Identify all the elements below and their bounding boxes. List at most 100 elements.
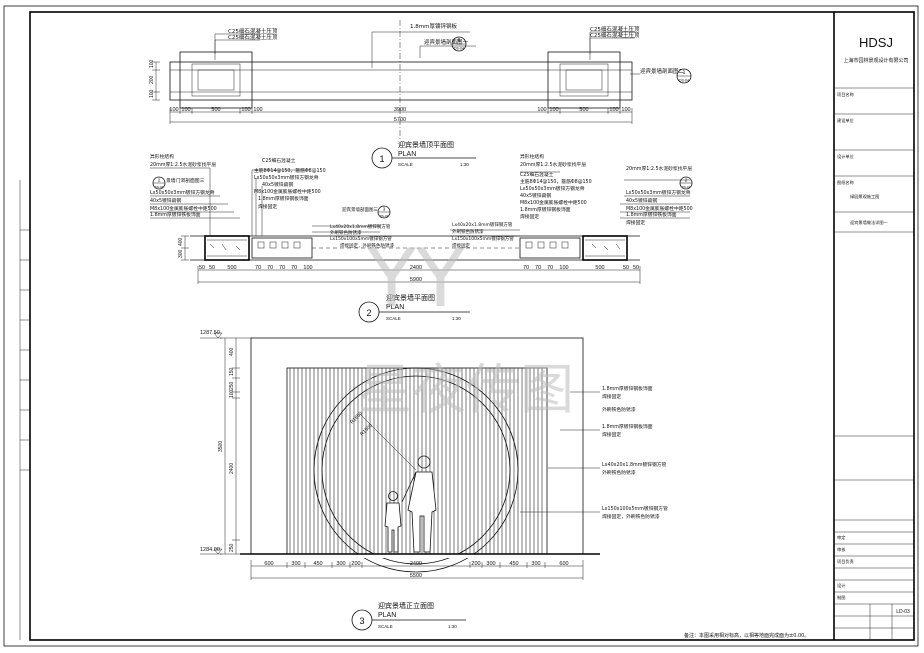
elev3-levels: 1287.50 1284.00 xyxy=(200,330,223,555)
svg-text:450: 450 xyxy=(313,561,322,567)
svg-text:1:30: 1:30 xyxy=(448,624,457,629)
plan1-c25-left-2: C25细石混凝土压顶 xyxy=(228,33,278,41)
watermark: YY 星夜传图 xyxy=(358,232,574,421)
svg-text:2: 2 xyxy=(685,178,688,183)
svg-text:100: 100 xyxy=(609,107,618,113)
plan2-title-en: PLAN xyxy=(386,304,404,311)
svg-text:M8x100金属膨胀螺栓中距500: M8x100金属膨胀螺栓中距500 xyxy=(150,205,217,212)
svg-text:300: 300 xyxy=(291,561,300,567)
svg-text:70: 70 xyxy=(523,265,529,271)
svg-text:DS-04: DS-04 xyxy=(679,79,689,83)
svg-text:300: 300 xyxy=(336,561,345,567)
svg-text:设计单位: 设计单位 xyxy=(837,153,854,160)
plan1-bottom-dims: 100 100 500 100 100 3900 100 100 500 100… xyxy=(169,107,630,123)
svg-text:DS-04: DS-04 xyxy=(155,185,164,189)
plan2-labels-far-right: 20mm厚1:2.5水泥砂浆找平层 Lx50x50x3mm镀锌方钢龙骨 40x5… xyxy=(626,165,693,226)
plan2-side-dims: 400 300 xyxy=(178,237,184,258)
svg-text:500: 500 xyxy=(579,107,588,113)
svg-text:250: 250 xyxy=(229,381,235,390)
svg-text:焊接固定，外刷铁色防锈漆: 焊接固定，外刷铁色防锈漆 xyxy=(340,242,394,249)
svg-text:迎宾景墙剖面图三: 迎宾景墙剖面图三 xyxy=(342,206,378,213)
svg-text:40x5镀锌扁钢: 40x5镀锌扁钢 xyxy=(262,181,293,188)
svg-text:100: 100 xyxy=(149,89,155,98)
plan2-labels-rmid: Lx40x20x1.8mm镀锌钢方管 外刷铁色防锈漆 Lx150x100x5mm… xyxy=(452,221,514,249)
svg-text:焊接固定: 焊接固定 xyxy=(258,203,277,210)
svg-text:设计: 设计 xyxy=(837,582,845,589)
svg-text:50: 50 xyxy=(199,265,205,271)
svg-text:图纸名称: 图纸名称 xyxy=(837,179,854,186)
plan1-title: 1 迎宾景墙顶平面图 PLAN SCALE 1:30 xyxy=(371,140,476,169)
svg-text:50: 50 xyxy=(623,265,629,271)
svg-text:20mm厚1:2.5水泥砂浆找平层: 20mm厚1:2.5水泥砂浆找平层 xyxy=(520,161,586,168)
svg-text:5500: 5500 xyxy=(410,573,422,579)
plan2-ref-left: 2 DS-04 xyxy=(152,176,166,190)
svg-text:100: 100 xyxy=(241,107,250,113)
svg-text:SCALE: SCALE xyxy=(398,162,413,167)
svg-text:1.8mm厚镀锌钢板饰面: 1.8mm厚镀锌钢板饰面 xyxy=(520,206,571,213)
svg-text:C25细石混凝土: C25细石混凝土 xyxy=(262,157,296,164)
svg-text:40x5镀锌扁钢: 40x5镀锌扁钢 xyxy=(626,197,657,204)
svg-text:Lx50x50x3mm镀锌方钢龙骨: Lx50x50x3mm镀锌方钢龙骨 xyxy=(150,189,215,196)
plan1-section-ref: 6 DS-04 1 DS-04 xyxy=(451,36,692,84)
svg-text:250: 250 xyxy=(229,543,235,552)
svg-text:Lx40x20x1.8mm镀锌钢方管: Lx40x20x1.8mm镀锌钢方管 xyxy=(602,461,667,468)
svg-text:Lx40x20x1.8mm镀锌钢方管: Lx40x20x1.8mm镀锌钢方管 xyxy=(330,223,391,230)
elev3-right-labels: 1.8mm厚镀锌钢板饰面 焊接固定 外刷铁色防锈漆 1.8mm厚镀锌钢板饰面 焊… xyxy=(602,385,668,520)
plan1-title-cn: 迎宾景墙顶平面图 xyxy=(398,140,454,149)
svg-text:Lx150x100x5mm镀锌钢方管: Lx150x100x5mm镀锌钢方管 xyxy=(602,505,668,512)
plan2-labels-mid: 迎宾景墙剖面图三 Lx40x20x1.8mm镀锌钢方管 外刷铁色防锈漆 Lx15… xyxy=(330,206,394,249)
svg-text:异形柱结构: 异形柱结构 xyxy=(520,153,544,160)
svg-text:审定: 审定 xyxy=(837,534,845,541)
svg-text:5700: 5700 xyxy=(394,117,406,123)
elev3-title: 3 迎宾景墙正立面图 PLAN SCALE 1:30 xyxy=(351,601,466,631)
svg-text:景墙门洞剖面图三: 景墙门洞剖面图三 xyxy=(166,177,205,184)
svg-text:1284.00: 1284.00 xyxy=(200,547,220,553)
svg-text:400: 400 xyxy=(229,347,235,356)
svg-text:300: 300 xyxy=(531,561,540,567)
svg-text:DS-04: DS-04 xyxy=(454,47,464,51)
svg-text:70: 70 xyxy=(291,265,297,271)
svg-text:70: 70 xyxy=(547,265,553,271)
svg-text:2: 2 xyxy=(158,178,161,183)
svg-text:焊接固定: 焊接固定 xyxy=(602,393,621,400)
svg-text:2: 2 xyxy=(366,308,371,318)
plan2-labels-center: C25细石混凝土 主筋8Φ14@150，箍筋Φ8@150 Lx50x50x3mm… xyxy=(254,157,326,210)
sheet-number: LD-03 xyxy=(896,609,910,615)
plan1-c25-left-1: C25细石混凝土压顶 xyxy=(228,27,278,35)
svg-text:DS-04: DS-04 xyxy=(682,185,691,189)
svg-text:焊接固定: 焊接固定 xyxy=(626,219,645,226)
svg-text:100: 100 xyxy=(253,107,262,113)
svg-text:450: 450 xyxy=(509,561,518,567)
svg-text:70: 70 xyxy=(279,265,285,271)
svg-text:100: 100 xyxy=(149,59,155,68)
svg-text:100: 100 xyxy=(181,107,190,113)
elevation-3-front: R1650 R1500 xyxy=(240,337,600,573)
svg-text:70: 70 xyxy=(535,265,541,271)
svg-text:焊接固定: 焊接固定 xyxy=(602,431,621,438)
svg-text:Lx50x50x3mm镀锌方钢龙骨: Lx50x50x3mm镀锌方钢龙骨 xyxy=(520,185,585,192)
svg-text:1: 1 xyxy=(683,70,686,76)
plan2-ref-mid: 3 DS-04 xyxy=(377,205,391,219)
svg-text:M8x100金属膨胀螺栓中距500: M8x100金属膨胀螺栓中距500 xyxy=(520,199,587,206)
plan1-panel-label: 1.8mm厚镀锌钢板 xyxy=(410,22,457,30)
svg-text:主筋8Φ14@150，箍筋Φ8@150: 主筋8Φ14@150，箍筋Φ8@150 xyxy=(254,167,326,174)
svg-text:Lx150x100x5mm镀锌钢方管: Lx150x100x5mm镀锌钢方管 xyxy=(330,235,392,242)
svg-text:300: 300 xyxy=(486,561,495,567)
plan1-c25-right-1: C25细石混凝土压顶 xyxy=(590,25,640,33)
plan1-left-dims: 100 200 100 xyxy=(149,59,155,98)
svg-text:建设单位: 建设单位 xyxy=(837,117,854,124)
elev3-left-dims: 400 150 250 100 2400 250 3500 xyxy=(218,347,235,552)
svg-text:外刷铁色防锈漆: 外刷铁色防锈漆 xyxy=(602,406,636,413)
svg-text:100: 100 xyxy=(229,389,235,398)
radius-inner: R1500 xyxy=(359,423,374,438)
svg-text:70: 70 xyxy=(255,265,261,271)
svg-text:20mm厚1:2.5水泥砂浆找平层: 20mm厚1:2.5水泥砂浆找平层 xyxy=(626,165,692,172)
svg-text:100: 100 xyxy=(559,265,568,271)
watermark-logo: YY xyxy=(366,232,466,325)
svg-text:200: 200 xyxy=(149,75,155,84)
plan2-labels-left: 异形柱结构 20mm厚1:2.5水泥砂浆找平层 景墙门洞剖面图三 Lx50x50… xyxy=(150,153,217,218)
elev3-title-cn: 迎宾景墙正立面图 xyxy=(378,601,434,610)
svg-text:300: 300 xyxy=(178,249,184,258)
svg-text:项目负责: 项目负责 xyxy=(837,558,854,565)
